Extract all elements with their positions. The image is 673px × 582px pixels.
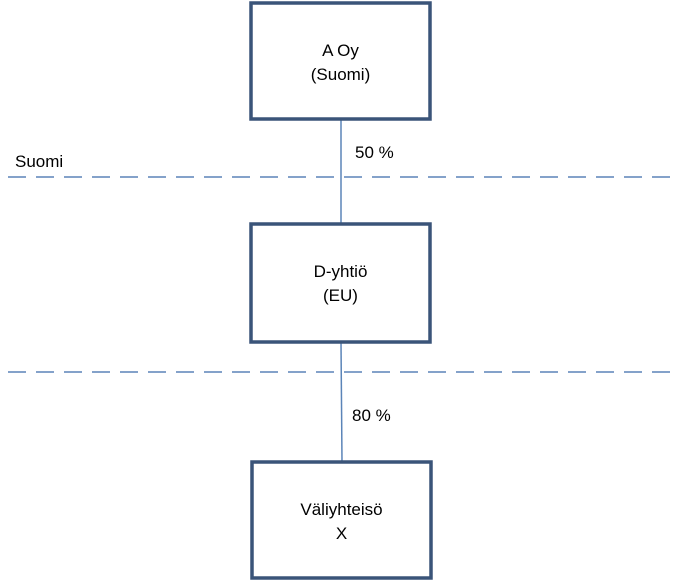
- node-box-a-oy: [249, 1, 432, 121]
- node-valiyhteiso-name: Väliyhteisö: [300, 500, 382, 519]
- boundary-label-suomi: Suomi: [15, 152, 63, 171]
- node-valiyhteiso-id: X: [336, 524, 347, 543]
- ownership-label-80: 80 %: [352, 406, 391, 425]
- node-a-oy-name: A Oy: [322, 41, 359, 60]
- node-d-yhtio-name: D-yhtiö: [314, 262, 368, 281]
- node-d-yhtio-region: (EU): [323, 286, 358, 305]
- ownership-label-50: 50 %: [355, 143, 394, 162]
- node-box-d-yhtio: [249, 222, 432, 344]
- node-a-oy-country: (Suomi): [311, 65, 371, 84]
- connector-middle-child: [340, 341, 343, 463]
- node-box-valiyhteiso: [250, 460, 433, 580]
